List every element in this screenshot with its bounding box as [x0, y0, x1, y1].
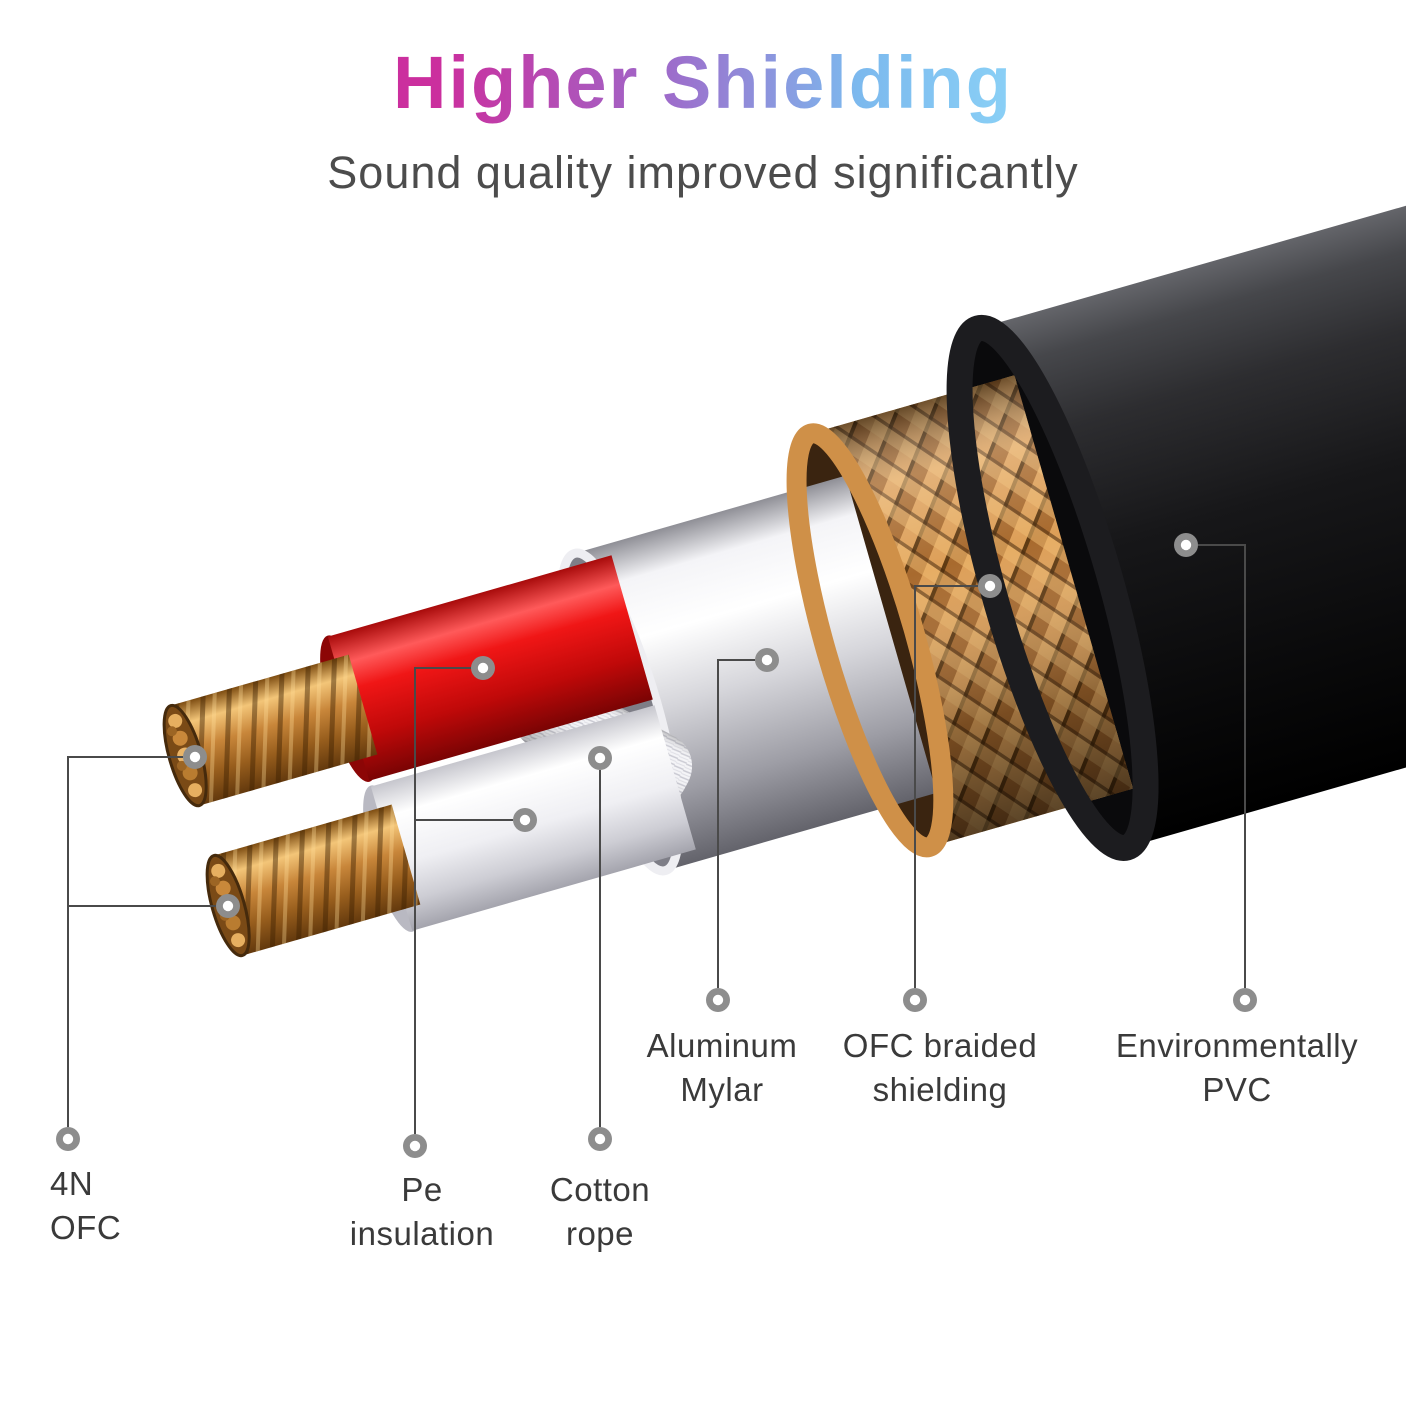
callout-dot-mylar-target: [755, 648, 779, 672]
callout-dot-pe-white: [513, 808, 537, 832]
callout-line-4n-ofc: [67, 756, 183, 1127]
page-subtitle: Sound quality improved significantly: [327, 147, 1079, 198]
callout-dot-pe-label: [403, 1134, 427, 1158]
callout-dot-pvc-target: [1174, 533, 1198, 557]
callout-label-cotton-rope: Cotton rope: [549, 1171, 651, 1252]
callout-dot-braid-label: [903, 988, 927, 1012]
callout-dot-ofc-bottom: [216, 894, 240, 918]
callout-dot-mylar-label: [706, 988, 730, 1012]
callout-label-4n-ofc: 4N OFC: [50, 1165, 122, 1246]
pvc-jacket: [978, 0, 1406, 848]
callout-dot-braid-target: [978, 574, 1002, 598]
callout-dots: [56, 533, 1257, 1158]
braid-rim: [786, 423, 954, 858]
cable-group: [153, 0, 1406, 962]
callout-lines: [67, 544, 1246, 1134]
callout-label-aluminum-mylar: Aluminum Mylar: [646, 1027, 798, 1108]
pvc-rim: [946, 314, 1159, 861]
callout-line-braid: [914, 585, 978, 988]
callout-line-pe: [414, 667, 471, 1134]
callout-dot-cotton-target: [588, 746, 612, 770]
callout-dot-ofc-label: [56, 1127, 80, 1151]
callout-dot-pe-red: [471, 656, 495, 680]
page-title: Higher Shielding: [393, 41, 1013, 124]
callout-line-mylar: [717, 659, 755, 988]
header: Higher Shielding Sound quality improved …: [0, 40, 1406, 199]
copper-strands-bottom: [196, 804, 421, 962]
callout-label-pe-insulation: Pe insulation: [349, 1171, 495, 1252]
callout-label-environmentally-pvc: Environmentally PVC: [1115, 1027, 1359, 1108]
copper-strands-top: [153, 654, 378, 812]
callout-dot-ofc-top: [183, 745, 207, 769]
callout-dot-cotton-label: [588, 1127, 612, 1151]
callout-label-ofc-braided-shielding: OFC braided shielding: [842, 1027, 1038, 1108]
callout-line-pvc: [1198, 544, 1246, 988]
callout-dot-pvc-label: [1233, 988, 1257, 1012]
